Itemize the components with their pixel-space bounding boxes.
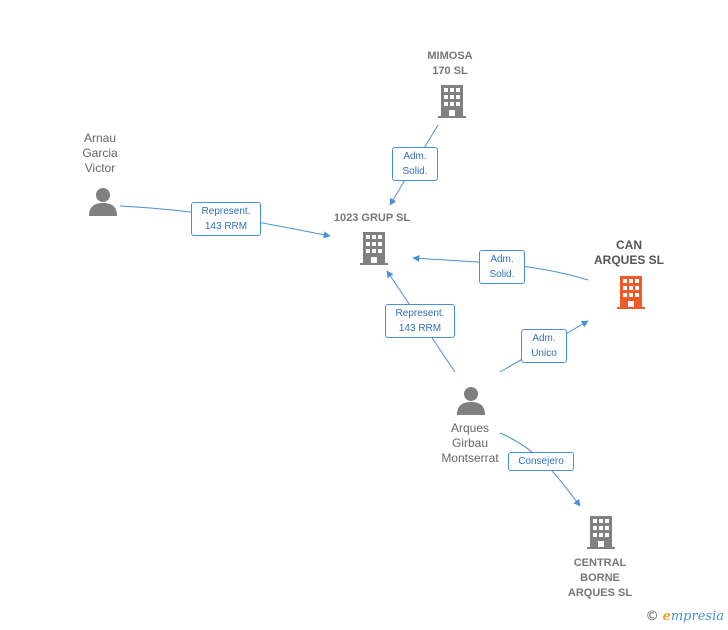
node-label-mimosa[interactable]: MIMOSA 170 SL: [427, 50, 473, 77]
node-label-can-arques[interactable]: CAN ARQUES SL: [593, 238, 664, 267]
building-icon[interactable]: [360, 232, 388, 265]
person-icon[interactable]: [457, 387, 485, 415]
edge-label-arnau-grup: Represent. 143 RRM: [191, 202, 261, 236]
edge-label-can-grup: Adm. Solid.: [479, 250, 525, 284]
node-label-arnau[interactable]: Arnau Garcia Victor: [82, 131, 118, 175]
node-label-1023-grup[interactable]: 1023 GRUP SL: [333, 212, 411, 224]
node-label-arques-girbau[interactable]: Arques Girbau Montserrat: [441, 421, 499, 465]
building-icon[interactable]: [587, 516, 615, 549]
edge-label-arques-grup: Represent. 143 RRM: [385, 304, 455, 338]
brand-name: mpresia: [670, 609, 724, 624]
building-icon[interactable]: [617, 276, 645, 309]
edge-label-arques-can: Adm. Unico: [521, 329, 567, 363]
node-label-central-borne[interactable]: CENTRAL BORNE ARQUES SL: [567, 557, 633, 599]
brand-initial: e: [662, 609, 671, 624]
copyright-symbol: ©: [645, 609, 659, 624]
empresia-logo[interactable]: ©empresia: [646, 609, 724, 624]
person-icon[interactable]: [89, 188, 117, 216]
building-icon[interactable]: [438, 85, 466, 118]
edge-label-arques-central: Consejero: [508, 452, 574, 471]
edge-label-mimosa-grup: Adm. Solid.: [392, 147, 438, 181]
